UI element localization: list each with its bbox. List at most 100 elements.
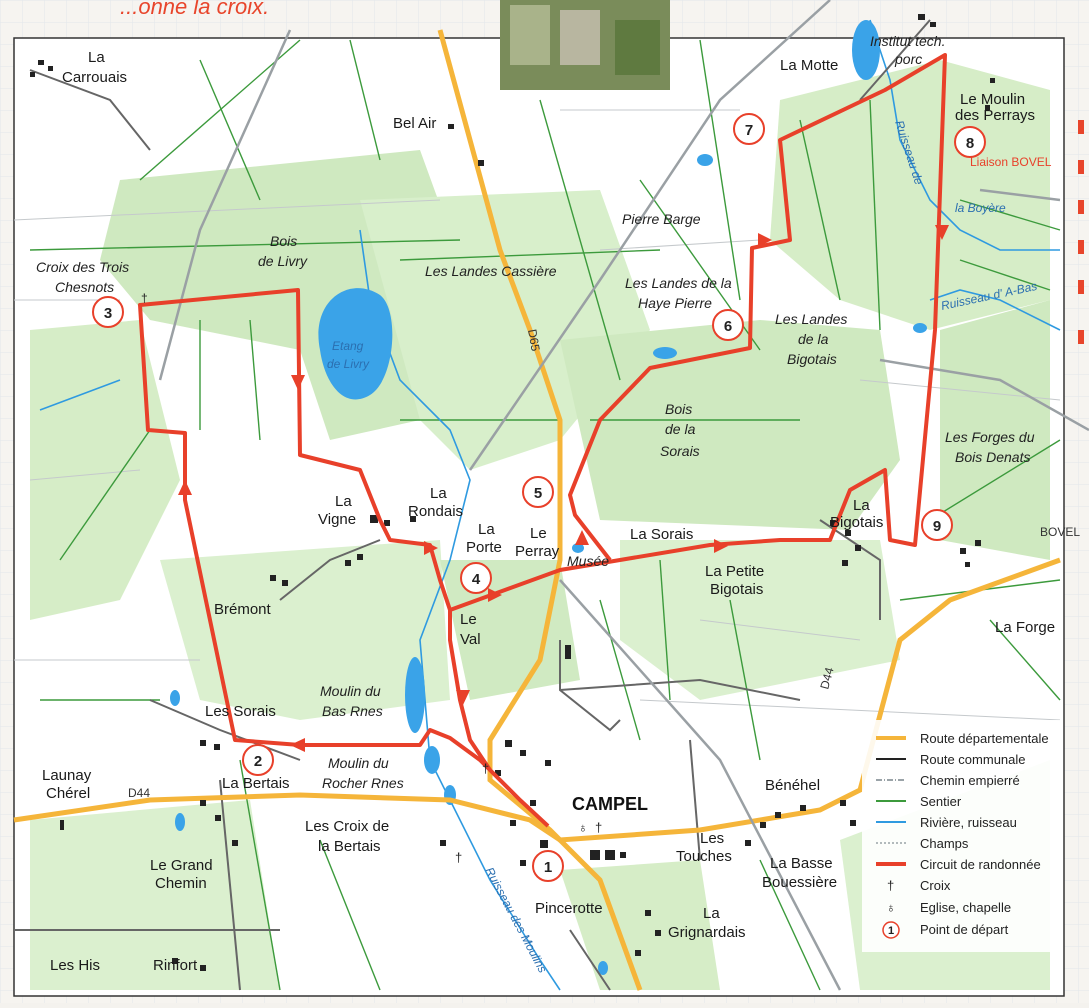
waypoint-8: 8 (954, 126, 986, 158)
label-la-forge: La Forge (995, 619, 1055, 636)
waypoints: 1 2 3 4 5 6 7 8 9 (92, 113, 986, 882)
label-moulin-perrays-2: des Perrays (955, 107, 1035, 124)
svg-text:5: 5 (534, 485, 542, 502)
right-margin-marks (1078, 120, 1084, 344)
church-icon: ♁ (578, 820, 588, 835)
label-la-sorais: La Sorais (630, 526, 693, 543)
photo-foliage (615, 20, 660, 75)
label-la-rondais-1: La (430, 485, 447, 502)
label-le-val-1: Le (460, 611, 477, 628)
label-d44-west: D44 (128, 786, 150, 800)
svg-text:4: 4 (472, 571, 481, 588)
label-bois-sorais-2: de la (665, 421, 696, 437)
label-la-bigotais-2: Bigotais (830, 514, 883, 531)
label-le-perray-2: Perray (515, 543, 560, 560)
svg-text:1: 1 (544, 859, 552, 876)
liaison-arrows (158, 0, 1089, 991)
label-forges-2: Bois Denats (955, 449, 1030, 465)
legend-item-chemin-empierre: Chemin empierré (920, 773, 1020, 788)
label-landes-haye-1: Les Landes de la (625, 275, 732, 291)
legend-item-point-depart: Point de départ (920, 922, 1009, 937)
ponds (170, 20, 927, 975)
label-institut-1: Institut tech. (870, 33, 945, 49)
route-direction-arrows (178, 225, 949, 752)
waypoint-6: 6 (712, 309, 744, 341)
label-d44-east: D44 (817, 666, 836, 691)
label-croix-trois-2: Chesnots (55, 279, 114, 295)
legend: Route départementale Route communale Che… (862, 720, 1062, 952)
waypoint-3: 3 (92, 296, 124, 328)
label-grignardais-1: La (703, 905, 720, 922)
label-la-bigotais-1: La (853, 497, 870, 514)
label-bel-air: Bel Air (393, 115, 436, 132)
svg-text:3: 3 (104, 305, 112, 322)
svg-text:9: 9 (933, 518, 941, 535)
svg-text:8: 8 (966, 135, 974, 152)
label-landes-bigotais-1: Les Landes (775, 311, 847, 327)
label-bremont: Brémont (214, 601, 272, 618)
label-la-porte-1: La (478, 521, 495, 538)
etang-de-livry (318, 288, 393, 400)
label-moulin-bas-1: Moulin du (320, 683, 381, 699)
label-moulin-rocher-2: Rocher Rnes (322, 775, 404, 791)
label-landes-haye-2: Haye Pierre (638, 295, 712, 311)
label-le-val-2: Val (460, 631, 481, 648)
label-carrouais: Carrouais (62, 69, 127, 86)
waypoint-2: 2 (242, 744, 274, 776)
label-campel: CAMPEL (572, 794, 648, 814)
label-bovel: BOVEL (1040, 525, 1080, 539)
label-grand-chemin-2: Chemin (155, 875, 207, 892)
label-moulin-perrays-1: Le Moulin (960, 91, 1025, 108)
label-bois-sorais-1: Bois (665, 401, 692, 417)
label-landes-bigotais-2: de la (798, 331, 829, 347)
cross-icon-4: † (141, 291, 148, 305)
label-la-vigne-2: Vigne (318, 511, 356, 528)
cross-icon-3: † (455, 850, 462, 865)
label-basse-bouessiere-2: Bouessière (762, 874, 837, 891)
map-symbols: ♁ † † † † (141, 291, 602, 865)
label-bois-livry-2: de Livry (258, 253, 308, 269)
legend-item-eglise: Eglise, chapelle (920, 900, 1011, 915)
label-grignardais-2: Grignardais (668, 924, 746, 941)
cross-icon-2: † (482, 761, 489, 776)
place-labels: La Carrouais Bel Air La Motte Institut t… (36, 33, 1080, 975)
label-benehel: Bénéhel (765, 777, 820, 794)
svg-text:7: 7 (745, 122, 753, 139)
svg-text:6: 6 (724, 318, 732, 335)
label-le-perray-1: Le (530, 525, 547, 542)
corner-caption: ...onne la croix. (120, 0, 269, 19)
waypoint-1: 1 (532, 850, 564, 882)
photo-detail (510, 5, 550, 65)
label-rinfort: Rinfort (153, 957, 198, 974)
label-bois-sorais-3: Sorais (660, 443, 700, 459)
label-la-bertais: La Bertais (222, 775, 290, 792)
legend-item-route-departementale: Route départementale (920, 731, 1049, 746)
label-petite-bigotais-1: La Petite (705, 563, 764, 580)
label-la-porte-2: Porte (466, 539, 502, 556)
legend-item-croix: Croix (920, 878, 951, 893)
waypoint-5: 5 (522, 476, 554, 508)
trails (29, 39, 1061, 991)
legend-item-route-communale: Route communale (920, 752, 1026, 767)
label-moulin-rocher-1: Moulin du (328, 755, 389, 771)
legend-item-riviere: Rivière, ruisseau (920, 815, 1017, 830)
label-pierre-barge: Pierre Barge (622, 211, 701, 227)
label-moulin-bas-2: Bas Rnes (322, 703, 383, 719)
hiking-route (138, 53, 947, 828)
rivers (39, 19, 1061, 991)
label-la-vigne-1: La (335, 493, 352, 510)
waypoint-7: 7 (733, 113, 765, 145)
label-grand-chemin-1: Le Grand (150, 857, 213, 874)
legend-church-icon: ♁ (886, 900, 896, 915)
legend-item-champs: Champs (920, 836, 969, 851)
label-les-his: Les His (50, 957, 100, 974)
waypoint-9: 9 (921, 509, 953, 541)
road-codes: D65 D44 D44 (128, 328, 837, 800)
label-forges-1: Les Forges du (945, 429, 1035, 445)
label-petite-bigotais-2: Bigotais (710, 581, 763, 598)
waypoint-4: 4 (460, 562, 492, 594)
label-la: La (88, 49, 105, 66)
label-la-motte: La Motte (780, 57, 838, 74)
legend-item-circuit: Circuit de randonnée (920, 857, 1041, 872)
